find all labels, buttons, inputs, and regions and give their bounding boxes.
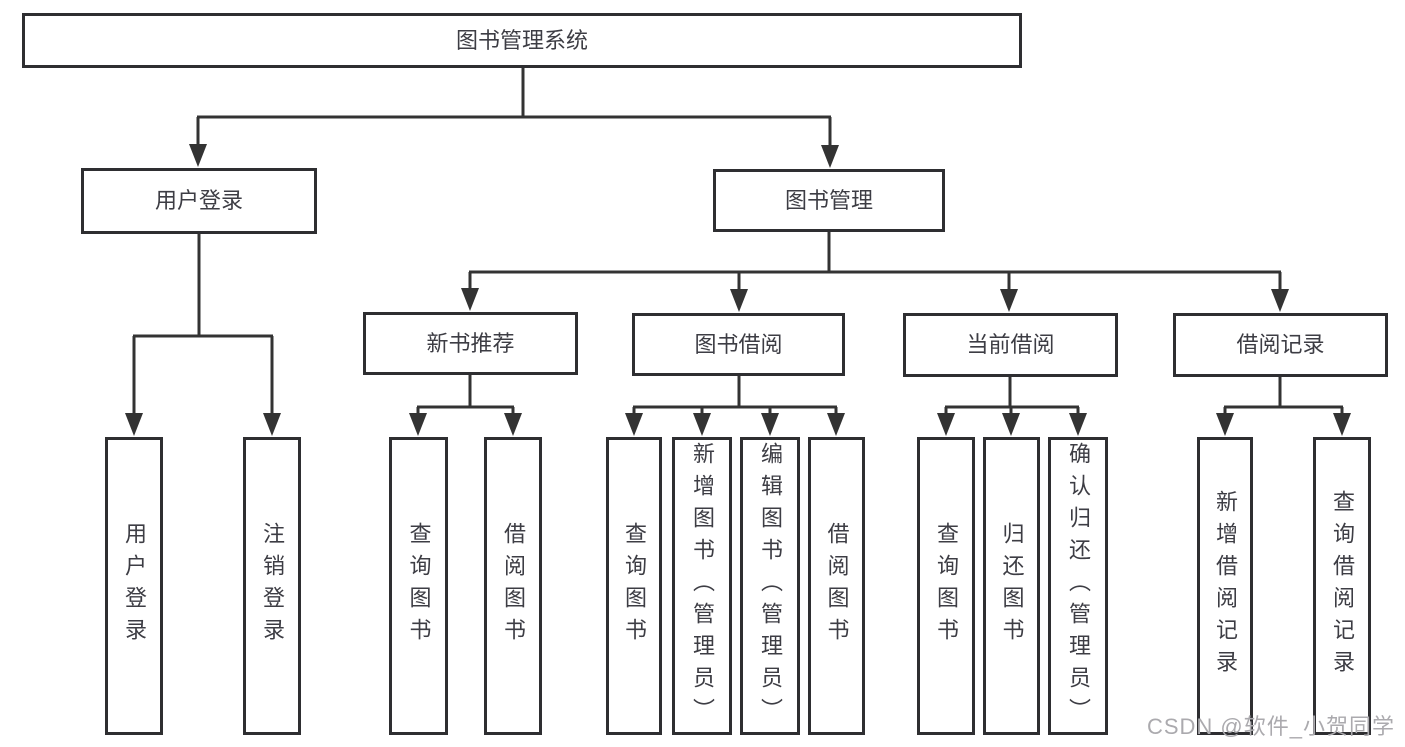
leaf-query-borrow-record-label: 查询借阅记录 [1330,490,1355,682]
leaf-confirm-return-admin: 确认归还（管理员） [1048,437,1108,735]
leaf-query-books-recommend: 查询图书 [389,437,448,735]
leaf-add-borrow-record-label: 新增借阅记录 [1213,490,1238,682]
leaf-borrow-books-label: 借阅图书 [824,522,850,650]
node-root-system: 图书管理系统 [22,13,1022,68]
leaf-query-books-borrow-label: 查询图书 [622,522,647,650]
leaf-query-books-current: 查询图书 [917,437,975,735]
connector-lines [132,68,1344,414]
node-book-management: 图书管理 [713,169,945,232]
leaf-borrow-books-recommend: 借阅图书 [484,437,542,735]
node-new-book-recommendation: 新书推荐 [363,312,578,375]
node-user-login: 用户登录 [81,168,317,234]
leaf-user-login: 用户登录 [105,437,163,735]
leaf-query-books-recommend-label: 查询图书 [406,522,432,650]
leaf-borrow-books-recommend-label: 借阅图书 [501,522,526,650]
node-new-book-recommendation-label: 新书推荐 [426,330,515,356]
leaf-edit-book-admin-label: 编辑图书（管理员） [758,442,783,730]
leaf-query-books-current-label: 查询图书 [934,522,959,650]
node-borrowing-records-label: 借阅记录 [1236,332,1325,357]
node-current-borrowing-label: 当前借阅 [966,332,1055,357]
leaf-confirm-return-admin-label: 确认归还（管理员） [1066,442,1091,730]
leaf-add-book-admin-label: 新增图书（管理员） [690,442,715,730]
leaf-add-book-admin: 新增图书（管理员） [672,437,732,735]
leaf-borrow-books: 借阅图书 [808,437,865,735]
node-book-borrowing: 图书借阅 [632,313,845,376]
arrowhead-icons [125,144,1351,436]
leaf-return-books: 归还图书 [983,437,1040,735]
leaf-logout-label: 注销登录 [260,522,285,650]
node-book-management-label: 图书管理 [784,187,873,213]
node-book-borrowing-label: 图书借阅 [694,331,783,357]
leaf-add-borrow-record: 新增借阅记录 [1197,437,1253,735]
leaf-edit-book-admin: 编辑图书（管理员） [740,437,800,735]
leaf-user-login-label: 用户登录 [122,522,147,650]
node-borrowing-records: 借阅记录 [1173,313,1388,377]
leaf-query-borrow-record: 查询借阅记录 [1313,437,1371,735]
watermark: CSDN @软件_小贺同学 [1146,714,1395,739]
leaf-query-books-borrow: 查询图书 [606,437,662,735]
leaf-return-books-label: 归还图书 [999,522,1025,650]
node-root-system-label: 图书管理系统 [455,27,588,53]
leaf-logout: 注销登录 [243,437,301,735]
node-user-login-label: 用户登录 [154,188,243,213]
node-current-borrowing: 当前借阅 [903,313,1118,377]
